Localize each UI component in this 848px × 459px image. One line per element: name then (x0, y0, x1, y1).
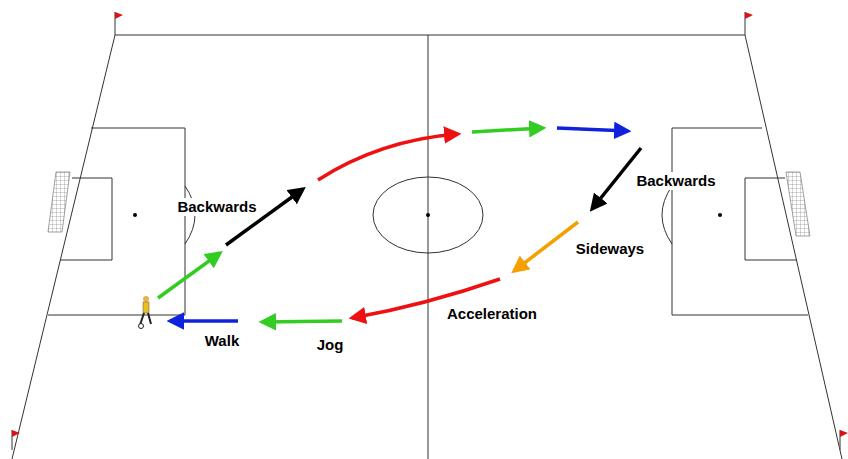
penalty-spot (133, 213, 137, 217)
drill-arrows (158, 128, 641, 322)
centre-circle (373, 177, 483, 253)
move-label: Acceleration (445, 305, 539, 323)
move-label: Walk (203, 332, 241, 350)
touchline (12, 35, 842, 459)
sideways-arrow (514, 222, 578, 271)
penalty-box (48, 128, 185, 315)
move-label: Sideways (574, 240, 646, 258)
move-label: Backwards (634, 172, 717, 190)
halfway-line (428, 35, 429, 459)
jog-arrow (472, 128, 543, 132)
walk-arrow (557, 128, 628, 131)
walk-arrow (170, 319, 238, 323)
corner-flags (12, 12, 848, 450)
player-figure (139, 296, 152, 329)
penalty-box (672, 128, 808, 315)
acceleration-arrow (318, 134, 458, 180)
centre-spot (426, 213, 430, 217)
jog-arrow (262, 321, 342, 322)
goal-net (786, 172, 810, 236)
goal-net (48, 172, 70, 232)
move-label: Backwards (175, 198, 258, 216)
penalty-spot (718, 213, 722, 217)
pitch-lines (12, 35, 842, 459)
move-label: Jog (315, 336, 346, 354)
jog-arrow (158, 253, 220, 298)
penalty-arc (662, 186, 672, 244)
